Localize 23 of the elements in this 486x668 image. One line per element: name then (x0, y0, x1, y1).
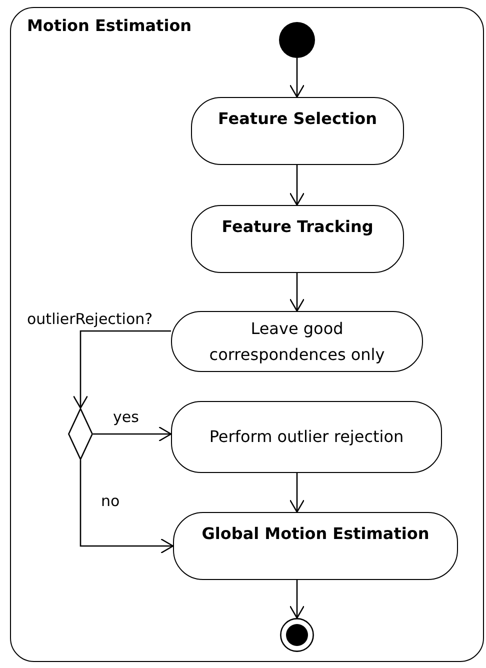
arrow (72, 330, 171, 409)
arrow (289, 473, 305, 513)
action-label: Feature Tracking (222, 216, 374, 238)
action-label: Feature Selection (218, 108, 377, 130)
arrow (289, 580, 305, 619)
action-label: Leave good correspondences only (208, 318, 386, 366)
frame-title: Motion Estimation (27, 15, 192, 37)
guard-label: outlierRejection? (26, 310, 154, 328)
arrow (289, 58, 305, 98)
arrow (289, 273, 305, 312)
start-node (279, 22, 315, 58)
arrow (289, 165, 305, 206)
activity-frame (10, 7, 484, 662)
action-box (191, 205, 404, 273)
arrow (93, 426, 172, 442)
arrow (80, 460, 174, 554)
action-label: Perform outlier rejection (209, 426, 404, 448)
decision-diamond (68, 408, 93, 460)
end-node (280, 618, 314, 652)
action-box (171, 401, 442, 473)
action-box (173, 512, 458, 580)
action-box (191, 97, 404, 165)
action-label: Global Motion Estimation (202, 523, 430, 545)
